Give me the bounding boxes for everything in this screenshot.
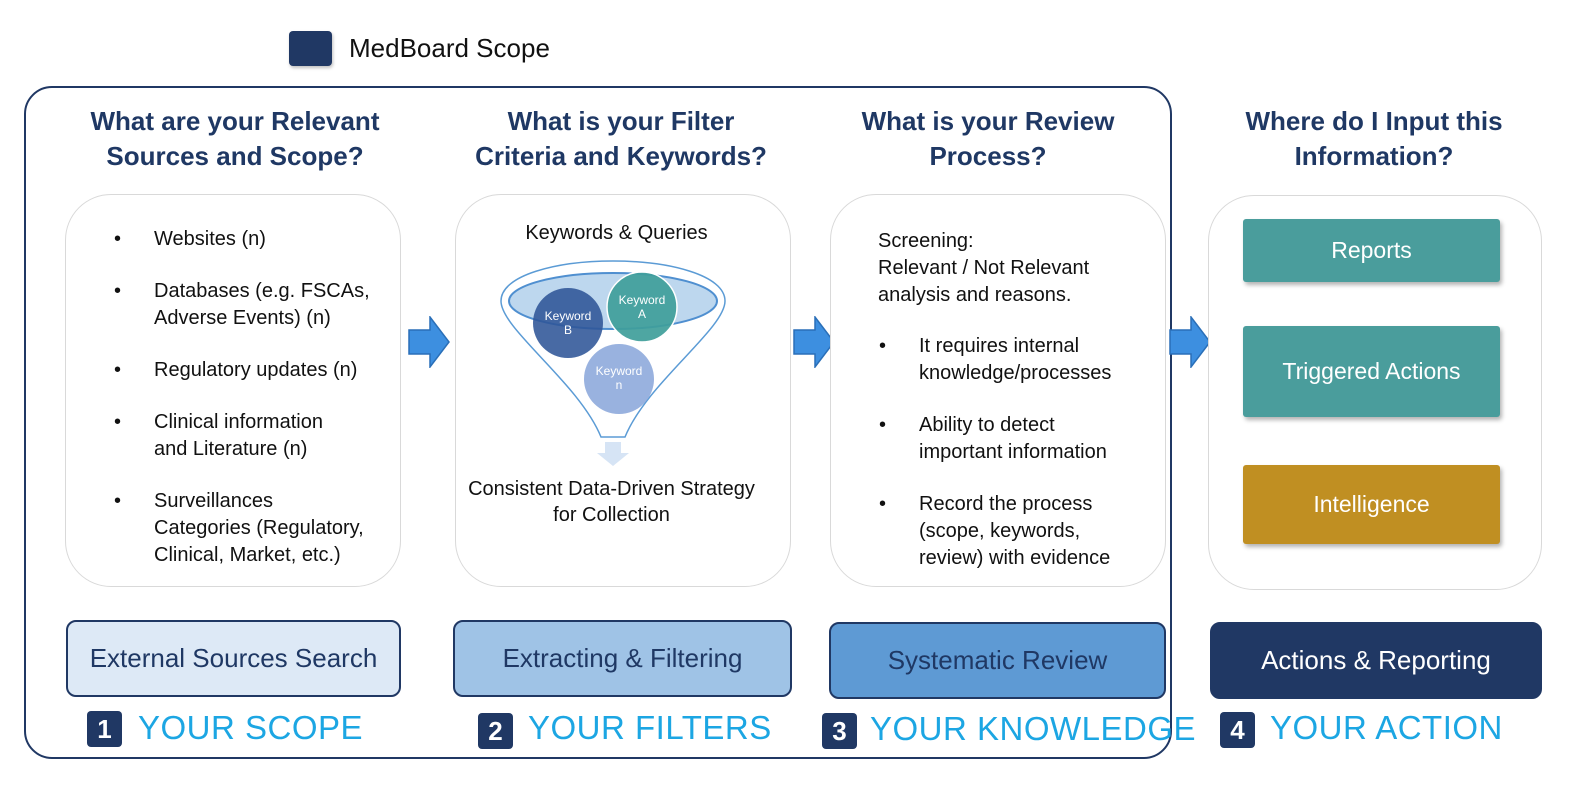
legend-swatch bbox=[289, 31, 332, 66]
review-card: Screening: Relevant / Not Relevant analy… bbox=[830, 194, 1166, 587]
list-item: Websites (n) bbox=[114, 226, 384, 253]
review-list: It requires internalknowledge/processes … bbox=[879, 333, 1154, 597]
stage-systematic-review: Systematic Review bbox=[829, 622, 1166, 699]
step-label-scope: YOUR SCOPE bbox=[138, 709, 364, 746]
step-label-action: YOUR ACTION bbox=[1270, 709, 1503, 746]
stage-actions-reporting: Actions & Reporting bbox=[1210, 622, 1542, 699]
list-item: Regulatory updates (n) bbox=[114, 357, 384, 384]
keyword-circles bbox=[533, 271, 678, 414]
list-item: Record the process(scope, keywords,revie… bbox=[879, 491, 1154, 572]
column-4-title: Where do I Input this Information? bbox=[1245, 106, 1503, 171]
triggered-actions-button[interactable]: Triggered Actions bbox=[1243, 326, 1500, 417]
step-number-2: 2 bbox=[478, 713, 513, 749]
legend-label: MedBoard Scope bbox=[349, 33, 550, 63]
column-3-title: What is your Review Process? bbox=[861, 106, 1115, 171]
stage-extracting-filtering: Extracting & Filtering bbox=[453, 620, 792, 697]
reports-button[interactable]: Reports bbox=[1243, 219, 1500, 282]
list-item: Databases (e.g. FSCAs,Adverse Events) (n… bbox=[114, 278, 384, 332]
sources-card: Websites (n) Databases (e.g. FSCAs,Adver… bbox=[65, 194, 401, 587]
sources-list: Websites (n) Databases (e.g. FSCAs,Adver… bbox=[114, 226, 384, 594]
arrow-right-icon bbox=[1169, 316, 1211, 368]
arrow-right-icon bbox=[408, 316, 450, 368]
intelligence-button[interactable]: Intelligence bbox=[1243, 465, 1500, 544]
medboard-scope-frame bbox=[24, 86, 1172, 759]
column-2-title: What is your Filter Criteria and Keyword… bbox=[475, 106, 767, 171]
step-label-filters: YOUR FILTERS bbox=[528, 709, 772, 746]
filter-card bbox=[455, 194, 791, 587]
funnel-title: Keywords & Queries bbox=[525, 222, 708, 244]
stage-external-sources-search: External Sources Search bbox=[66, 620, 401, 697]
review-intro: Screening: Relevant / Not Relevant analy… bbox=[878, 230, 1090, 306]
column-1-title: What are your Relevant Sources and Scope… bbox=[90, 106, 380, 171]
step-number-3: 3 bbox=[822, 713, 857, 749]
step-number-1: 1 bbox=[87, 711, 122, 747]
step-label-knowledge: YOUR KNOWLEDGE bbox=[870, 710, 1197, 747]
funnel-caption: Consistent Data-Driven Strategy for Coll… bbox=[468, 478, 755, 526]
step-number-4: 4 bbox=[1220, 712, 1255, 748]
arrow-right-icon bbox=[793, 316, 835, 368]
